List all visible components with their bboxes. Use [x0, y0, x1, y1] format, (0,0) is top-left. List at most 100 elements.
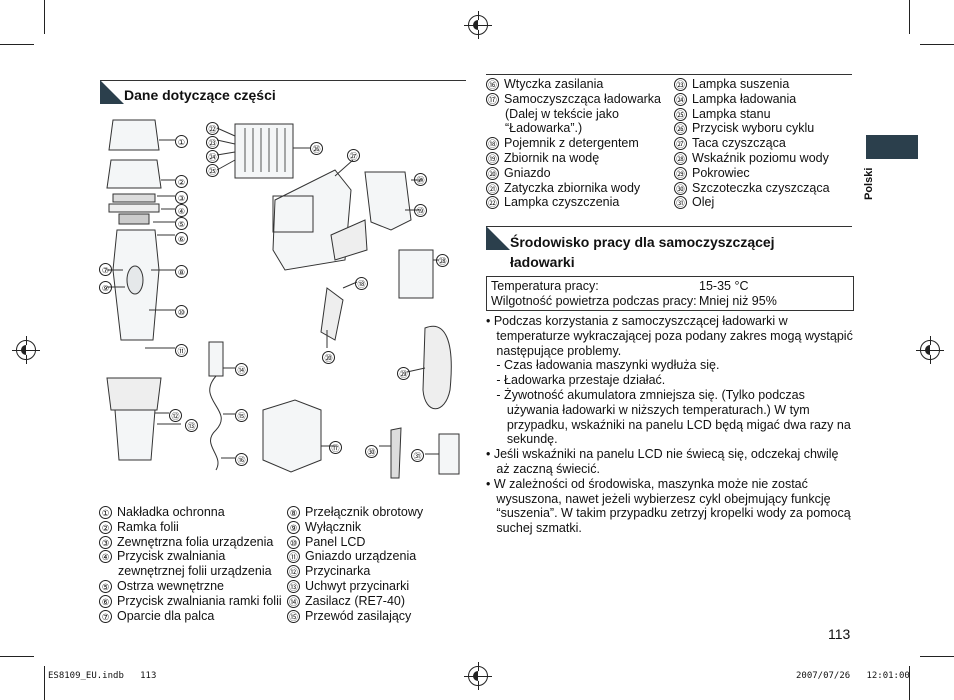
callout: ⑭ — [235, 363, 248, 376]
crop-mark — [0, 656, 34, 657]
callout: ⑧ — [175, 265, 188, 278]
footer-date: 2007/07/26 12:01:00 — [796, 671, 910, 681]
notes-list: • Podczas korzystania z samoczyszczącej … — [486, 314, 856, 536]
callout: ⑮ — [235, 409, 248, 422]
callout: ⑰ — [329, 441, 342, 454]
note-line: używania ładowarki w niższych temperatur… — [486, 402, 810, 417]
note-line: • Jeśli wskaźniki na panelu LCD nie świe… — [486, 447, 839, 462]
condition-label: Temperatura pracy: — [491, 279, 599, 293]
callout: ⑯ — [235, 453, 248, 466]
note-line: przypadku, wskaźniki na panelu LCD będą … — [486, 417, 851, 432]
parts-diagram — [106, 119, 460, 479]
note-line: wysuszona, nawet jeżeli wybierzesz cykl … — [486, 491, 831, 506]
note-line: - Ładowarka przestaje działać. — [486, 373, 666, 388]
callout: ④ — [175, 204, 188, 217]
callout: ⑦ — [99, 263, 112, 276]
crop-mark — [920, 44, 954, 45]
note-line: następujące problemy. — [486, 343, 622, 358]
condition-value: Mniej niż 95% — [699, 294, 777, 308]
callout: ㉖ — [310, 142, 323, 155]
registration-mark — [464, 662, 492, 690]
conditions-table: Temperatura pracy: 15-35 °C Wilgotność p… — [486, 276, 854, 311]
callout: ㉗ — [347, 149, 360, 162]
section-triangle — [486, 226, 510, 250]
registration-mark — [464, 11, 492, 39]
section-rule — [486, 74, 852, 75]
note-line: sekundę. — [486, 432, 558, 447]
callout: ㉚ — [365, 445, 378, 458]
note-line: - Czas ładowania maszynki wydłuża się. — [486, 358, 720, 373]
registration-mark — [916, 336, 944, 364]
crop-mark — [920, 656, 954, 657]
callout: ㉓ — [206, 136, 219, 149]
callout: ㉔ — [206, 150, 219, 163]
callout: ⑨ — [99, 281, 112, 294]
registration-mark — [12, 336, 40, 364]
section-rule — [486, 226, 852, 227]
page-number: 113 — [828, 626, 851, 642]
crop-mark — [44, 0, 45, 34]
crop-mark — [909, 0, 910, 34]
callout: ⑤ — [175, 217, 188, 230]
callout: ⑲ — [414, 204, 427, 217]
section-title-environment: Środowisko pracy dla samoczyszczącej ład… — [510, 234, 775, 270]
note-line: • Podczas korzystania z samoczyszczącej … — [486, 314, 788, 328]
note-line: • W zależności od środowiska, maszynka m… — [486, 476, 808, 491]
callout: ⑬ — [185, 419, 198, 432]
callout: ⑪ — [175, 344, 188, 357]
section-title-parts: Dane dotyczące części — [124, 87, 276, 103]
crop-mark — [909, 666, 910, 700]
callout: ⑥ — [175, 232, 188, 245]
callout: ① — [175, 135, 188, 148]
section-rule — [100, 80, 466, 81]
note-line: temperaturze wykraczającej poza podany z… — [486, 328, 853, 343]
crop-mark — [0, 44, 34, 45]
crop-mark — [44, 666, 45, 700]
callout: ㉘ — [436, 254, 449, 267]
note-line: aż zaczną świecić. — [486, 461, 600, 476]
callout: ⑩ — [175, 305, 188, 318]
condition-value: 15-35 °C — [699, 279, 749, 293]
callout: ③ — [175, 191, 188, 204]
language-tab — [866, 135, 918, 159]
note-line: “suszenia”. W takim przypadku zetrzyj kr… — [486, 506, 851, 521]
callout: ㉕ — [206, 164, 219, 177]
note-line: suchej szmatki. — [486, 521, 582, 536]
callout: ⑱ — [355, 277, 368, 290]
callout: ⑳ — [322, 351, 335, 364]
callout: ㉙ — [397, 367, 410, 380]
callout: ② — [175, 175, 188, 188]
footer-file: ES8109_EU.indb 113 — [48, 671, 157, 681]
